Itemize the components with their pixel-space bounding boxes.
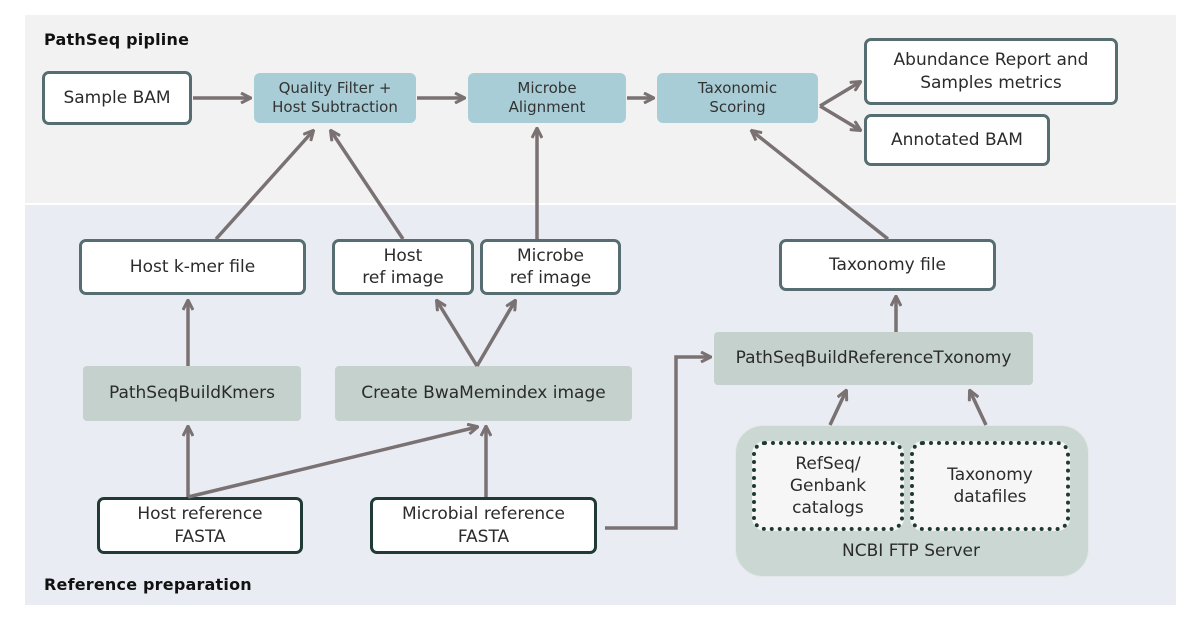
pathseq-build-kmers-node: PathSeqBuildKmers (83, 366, 301, 421)
create-bwamem-index-node: Create BwaMemindex image (335, 366, 632, 421)
arrow-hostref-to-quality (331, 131, 405, 240)
annotated-bam-node: Annotated BAM (864, 114, 1050, 166)
taxonomy-file-node: Taxonomy file (779, 239, 996, 291)
arrow-scoring-to-annotated (819, 104, 860, 130)
microbe-alignment-node: Microbe Alignment (468, 73, 626, 123)
reference-section-title: Reference preparation (44, 575, 252, 594)
abundance-report-node: Abundance Report and Samples metrics (864, 38, 1118, 105)
microbe-ref-image-node: Microbe ref image (480, 239, 621, 295)
host-kmer-file-node: Host k-mer file (79, 239, 306, 295)
arrow-kmer-to-quality (214, 131, 313, 241)
taxonomy-datafiles-node: Taxonomy datafiles (910, 441, 1070, 531)
quality-filter-node: Quality Filter + Host Subtraction (254, 73, 416, 123)
arrow-hostfasta-to-bwa (187, 427, 477, 499)
arrow-taxfile-to-scoring (752, 131, 890, 241)
host-reference-fasta-node: Host reference FASTA (97, 497, 303, 554)
host-ref-image-node: Host ref image (332, 239, 474, 295)
pathseq-build-reference-taxonomy-node: PathSeqBuildReferenceTxonomy (714, 332, 1033, 385)
pipeline-section-title: PathSeq pipline (44, 30, 190, 49)
arrow-bwa-to-hostref (437, 301, 479, 367)
arrow-scoring-to-abundance (819, 82, 860, 108)
sample-bam-node: Sample BAM (42, 71, 192, 125)
arrow-microbialfasta-to-buildtax (605, 357, 710, 530)
refseq-genbank-catalogs-node: RefSeq/ Genbank catalogs (752, 441, 904, 531)
ncbi-ftp-server-label: NCBI FTP Server (842, 540, 980, 561)
arrow-bwa-to-microberef (475, 301, 515, 367)
taxonomic-scoring-node: Taxonomic Scoring (657, 73, 818, 123)
microbial-reference-fasta-node: Microbial reference FASTA (370, 497, 597, 554)
arrow-taxdata-to-buildtax (970, 391, 988, 426)
arrow-refseq-to-buildtax (828, 391, 846, 426)
